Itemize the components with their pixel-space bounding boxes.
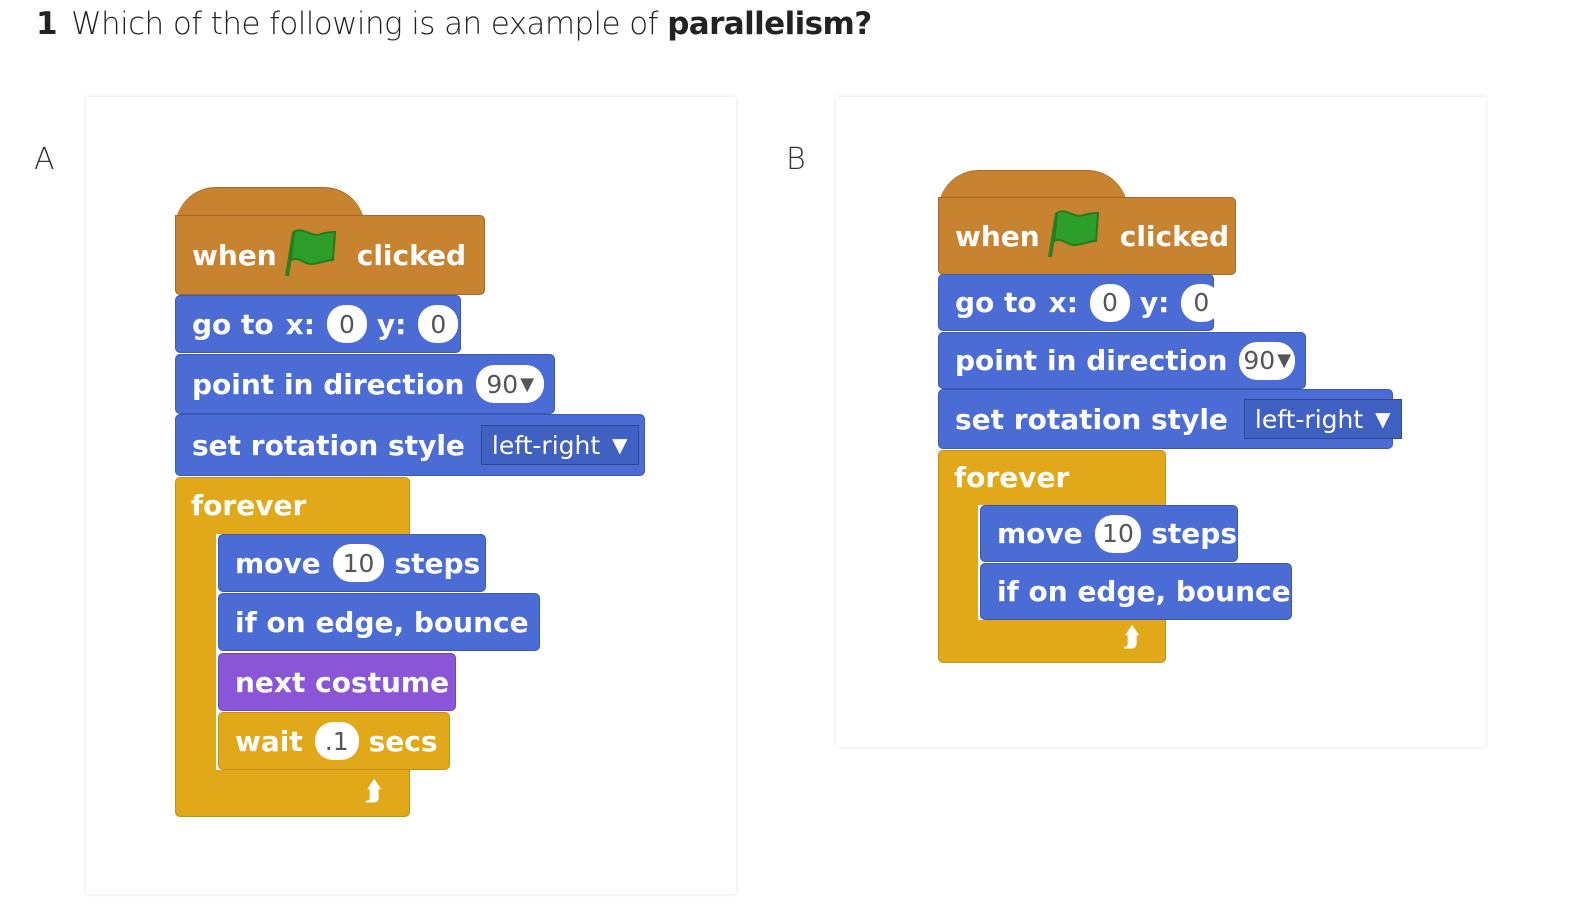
x-input[interactable]: 0 xyxy=(326,305,367,343)
move-label: move xyxy=(235,546,321,580)
clicked-label: clicked xyxy=(1119,219,1230,253)
option-b-letter[interactable]: B xyxy=(786,142,806,177)
bounce-label: if on edge, bounce xyxy=(997,575,1291,608)
question-number: 1 xyxy=(36,6,58,42)
rotation-value: left-right xyxy=(491,430,601,460)
direction-value: 90 xyxy=(1243,346,1276,375)
x-input[interactable]: 0 xyxy=(1089,283,1130,322)
move-label: move xyxy=(997,517,1083,550)
next-costume-block[interactable]: next costume xyxy=(218,653,456,711)
next-costume-label: next costume xyxy=(235,665,450,699)
point-in-direction-block[interactable]: point in direction 90▼ xyxy=(175,354,555,414)
y-label: y: xyxy=(1139,286,1170,319)
go-to-xy-block[interactable]: go to x: 0 y: 0 xyxy=(175,295,461,353)
x-label: x: xyxy=(1048,286,1078,319)
y-label: y: xyxy=(376,307,407,341)
option-a-card[interactable]: when clicked go to x: 0 y: 0 point in di… xyxy=(86,97,736,894)
steps-input[interactable]: 10 xyxy=(332,544,385,582)
move-steps-block[interactable]: move 10 steps xyxy=(218,534,486,592)
question-emphasis: parallelism? xyxy=(667,6,872,42)
rotation-label: set rotation style xyxy=(192,428,465,462)
go-to-label: go to xyxy=(955,286,1037,319)
steps-label: steps xyxy=(394,546,481,580)
direction-value: 90 xyxy=(486,369,519,399)
clicked-label: clicked xyxy=(356,238,467,272)
chevron-down-icon: ▼ xyxy=(612,433,628,457)
set-rotation-style-block[interactable]: set rotation style left-right ▼ xyxy=(938,389,1402,449)
chevron-down-icon: ▼ xyxy=(520,373,535,395)
steps-input[interactable]: 10 xyxy=(1094,514,1142,553)
secs-label: secs xyxy=(368,724,438,758)
if-on-edge-bounce-block[interactable]: if on edge, bounce xyxy=(980,563,1292,620)
green-flag-icon xyxy=(1044,207,1102,266)
when-flag-clicked-block[interactable]: when clicked xyxy=(175,215,485,295)
question-title: 1 Which of the following is an example of… xyxy=(36,6,872,42)
rotation-dropdown[interactable]: left-right ▼ xyxy=(1243,399,1402,439)
bounce-label: if on edge, bounce xyxy=(235,605,529,639)
forever-label: forever xyxy=(191,489,307,522)
wait-secs-block[interactable]: wait .1 secs xyxy=(218,712,450,770)
loop-arrow-icon: ⮭ xyxy=(1124,623,1140,653)
x-label: x: xyxy=(285,307,315,341)
green-flag-icon xyxy=(281,226,339,285)
rotation-label: set rotation style xyxy=(955,402,1228,436)
point-in-direction-block[interactable]: point in direction 90▼ xyxy=(938,332,1306,389)
wait-label: wait xyxy=(235,724,303,758)
direction-dropdown[interactable]: 90▼ xyxy=(476,365,544,403)
chevron-down-icon: ▼ xyxy=(1277,350,1292,371)
y-input[interactable]: 0 xyxy=(418,305,459,343)
direction-dropdown[interactable]: 90▼ xyxy=(1239,341,1295,380)
loop-arrow-icon: ⮭ xyxy=(366,777,382,807)
point-label: point in direction xyxy=(955,344,1228,377)
go-to-label: go to xyxy=(192,307,274,341)
forever-label: forever xyxy=(954,461,1070,494)
when-label: when xyxy=(955,219,1040,253)
set-rotation-style-block[interactable]: set rotation style left-right ▼ xyxy=(175,414,645,476)
forever-header: forever xyxy=(938,450,1166,505)
y-input[interactable]: 0 xyxy=(1181,283,1222,322)
point-label: point in direction xyxy=(192,367,465,401)
forever-header: forever xyxy=(175,477,410,534)
rotation-dropdown[interactable]: left-right ▼ xyxy=(480,425,639,465)
wait-input[interactable]: .1 xyxy=(314,722,359,760)
if-on-edge-bounce-block[interactable]: if on edge, bounce xyxy=(218,593,540,651)
option-b-card[interactable]: when clicked go to x: 0 y: 0 point in di… xyxy=(836,97,1486,747)
go-to-xy-block[interactable]: go to x: 0 y: 0 xyxy=(938,274,1222,331)
option-a-letter[interactable]: A xyxy=(34,142,55,177)
question-text: Which of the following is an example of xyxy=(70,6,659,42)
chevron-down-icon: ▼ xyxy=(1375,407,1391,431)
move-steps-block[interactable]: move 10 steps xyxy=(980,505,1238,562)
when-flag-clicked-block[interactable]: when clicked xyxy=(938,197,1236,275)
steps-label: steps xyxy=(1151,517,1237,550)
when-label: when xyxy=(192,238,277,272)
rotation-value: left-right xyxy=(1254,404,1364,434)
